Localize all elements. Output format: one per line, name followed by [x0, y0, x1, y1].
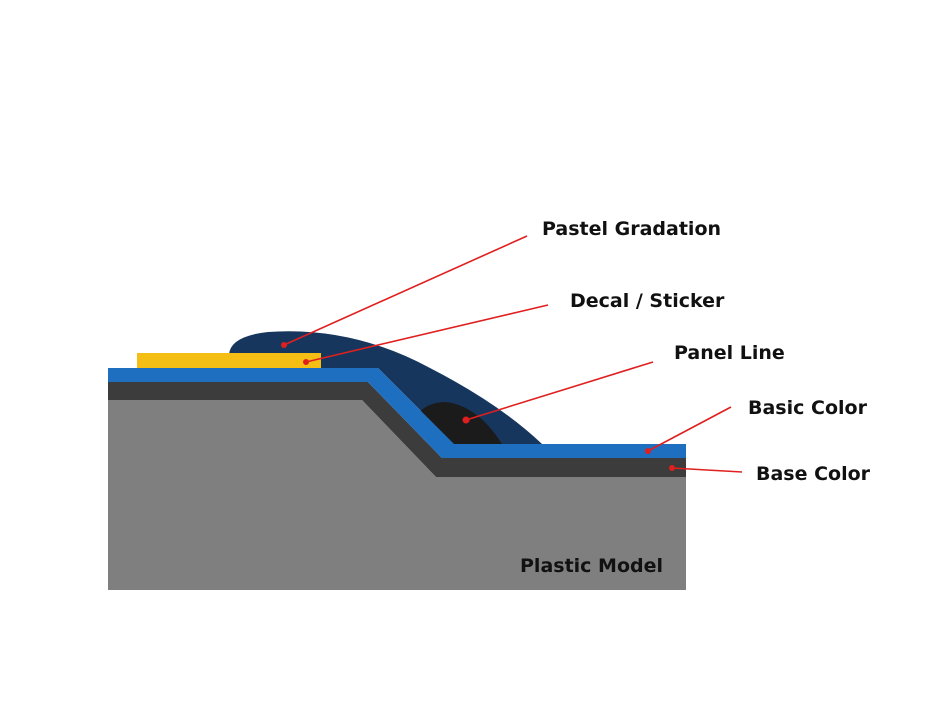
plastic-model-label: Plastic Model: [520, 555, 663, 577]
decal-sticker-layer: [137, 353, 321, 368]
basic-color-leader: [647, 406, 732, 452]
pastel-gradation-label: Pastel Gradation: [542, 218, 721, 240]
panel-line-marker: [462, 416, 470, 424]
plastic-model-layer: [108, 400, 686, 590]
panel-line-label: Panel Line: [674, 342, 785, 364]
decal-sticker-marker: [303, 359, 309, 365]
basic-color-marker: [645, 448, 651, 454]
panel-line-leader: [465, 361, 654, 421]
basic-color-layer: [108, 368, 686, 458]
decal-sticker-leader: [305, 304, 549, 363]
base-color-layer: [108, 382, 686, 477]
basic-color-label: Basic Color: [748, 397, 868, 419]
decal-sticker-label: Decal / Sticker: [570, 290, 725, 312]
base-color-leader: [671, 467, 743, 473]
pastel-gradation-leader: [283, 235, 528, 346]
base-color-label: Base Color: [756, 463, 871, 485]
base-color-marker: [669, 465, 675, 471]
pastel-gradation-marker: [281, 342, 287, 348]
